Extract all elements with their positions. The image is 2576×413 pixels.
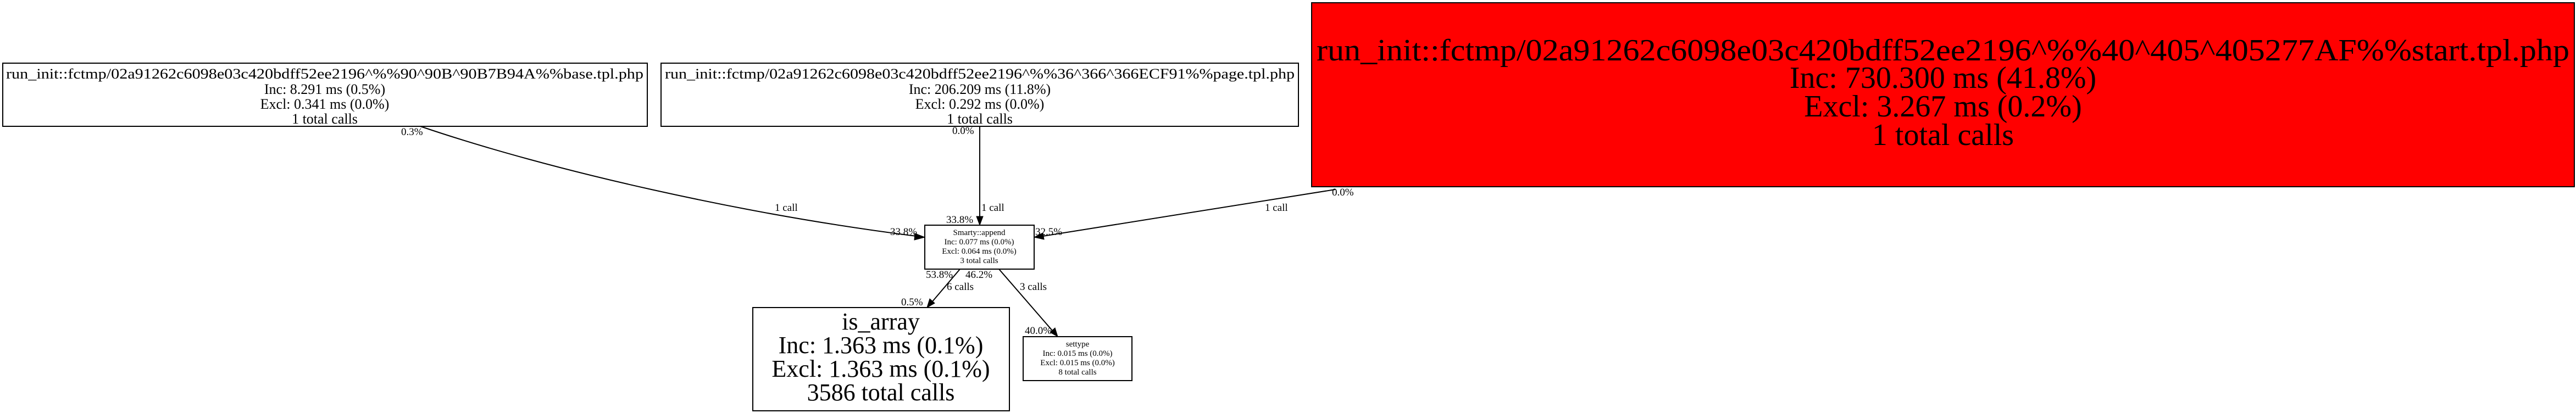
edge-tail-label: 0.0% <box>1332 187 1354 198</box>
node-settype[interactable]: settype Inc: 0.015 ms (0.0%) Excl: 0.015… <box>1023 336 1132 381</box>
edge-label: 6 calls <box>947 281 974 293</box>
edge-head-label: 33.8% <box>890 226 917 238</box>
edge-tail-label: 0.0% <box>952 125 974 137</box>
arrowhead-icon <box>914 233 926 241</box>
edge-tail-label: 53.8% <box>926 269 953 281</box>
node-inclusive: Inc: 8.291 ms (0.5%) <box>264 81 385 97</box>
node-name: is_array <box>842 308 920 335</box>
node-calls: 3 total calls <box>960 256 998 265</box>
node-exclusive: Excl: 0.015 ms (0.0%) <box>1040 359 1114 367</box>
edge-append-to-settype[interactable]: 3 calls 46.2% 40.0% <box>965 269 1058 338</box>
arrowhead-icon <box>1050 327 1058 338</box>
edge-base-to-append[interactable]: 1 call 0.3% 33.8% <box>401 126 926 241</box>
edge-label: 1 call <box>775 202 798 214</box>
edge-label: 3 calls <box>1020 281 1047 293</box>
arrowhead-icon <box>1033 232 1045 240</box>
node-name: run_init::fctmp/02a91262c6098e03c420bdff… <box>1317 34 2569 68</box>
edge-label: 1 call <box>981 202 1004 214</box>
node-inclusive: Inc: 0.015 ms (0.0%) <box>1042 349 1112 358</box>
node-calls: 1 total calls <box>1872 118 2014 152</box>
node-start-tpl[interactable]: run_init::fctmp/02a91262c6098e03c420bdff… <box>1311 2 2575 187</box>
node-base-tpl[interactable]: run_init::fctmp/02a91262c6098e03c420bdff… <box>2 63 648 127</box>
node-calls: 1 total calls <box>292 111 358 127</box>
edge-head-label: 32.5% <box>1035 226 1062 238</box>
node-exclusive: Excl: 0.341 ms (0.0%) <box>260 96 390 112</box>
edge-head-label: 0.5% <box>901 297 923 308</box>
node-exclusive: Excl: 3.267 ms (0.2%) <box>1804 90 2081 124</box>
edge-append-to-is-array[interactable]: 6 calls 53.8% 0.5% <box>901 269 974 309</box>
node-inclusive: Inc: 206.209 ms (11.8%) <box>909 81 1051 97</box>
node-calls: 8 total calls <box>1058 368 1096 377</box>
node-is-array[interactable]: is_array Inc: 1.363 ms (0.1%) Excl: 1.36… <box>752 307 1010 411</box>
edge-tail-label: 0.3% <box>401 126 423 138</box>
node-smarty-append[interactable]: Smarty::append Inc: 0.077 ms (0.0%) Excl… <box>924 225 1035 270</box>
node-name: run_init::fctmp/02a91262c6098e03c420bdff… <box>6 66 643 82</box>
node-inclusive: Inc: 0.077 ms (0.0%) <box>944 238 1014 247</box>
arrowhead-icon <box>976 216 984 226</box>
edge-head-label: 33.8% <box>946 214 973 226</box>
node-exclusive: Excl: 0.064 ms (0.0%) <box>942 247 1016 256</box>
arrowhead-icon <box>926 298 935 309</box>
node-calls: 1 total calls <box>947 111 1013 127</box>
edge-head-label: 40.0% <box>1025 325 1052 337</box>
node-inclusive: Inc: 730.300 ms (41.8%) <box>1790 61 2096 95</box>
edge-start-to-append[interactable]: 1 call 0.0% 32.5% <box>1033 187 1354 240</box>
node-inclusive: Inc: 1.363 ms (0.1%) <box>779 332 984 359</box>
node-exclusive: Excl: 1.363 ms (0.1%) <box>771 355 990 382</box>
node-name: Smarty::append <box>953 228 1006 237</box>
edge-label: 1 call <box>1265 202 1288 214</box>
node-name: settype <box>1066 340 1090 349</box>
node-page-tpl[interactable]: run_init::fctmp/02a91262c6098e03c420bdff… <box>660 63 1299 127</box>
node-exclusive: Excl: 0.292 ms (0.0%) <box>915 96 1045 112</box>
node-name: run_init::fctmp/02a91262c6098e03c420bdff… <box>665 66 1295 82</box>
edge-page-to-append[interactable]: 1 call 0.0% 33.8% <box>946 125 1004 226</box>
edge-tail-label: 46.2% <box>965 269 992 281</box>
node-calls: 3586 total calls <box>807 379 955 406</box>
